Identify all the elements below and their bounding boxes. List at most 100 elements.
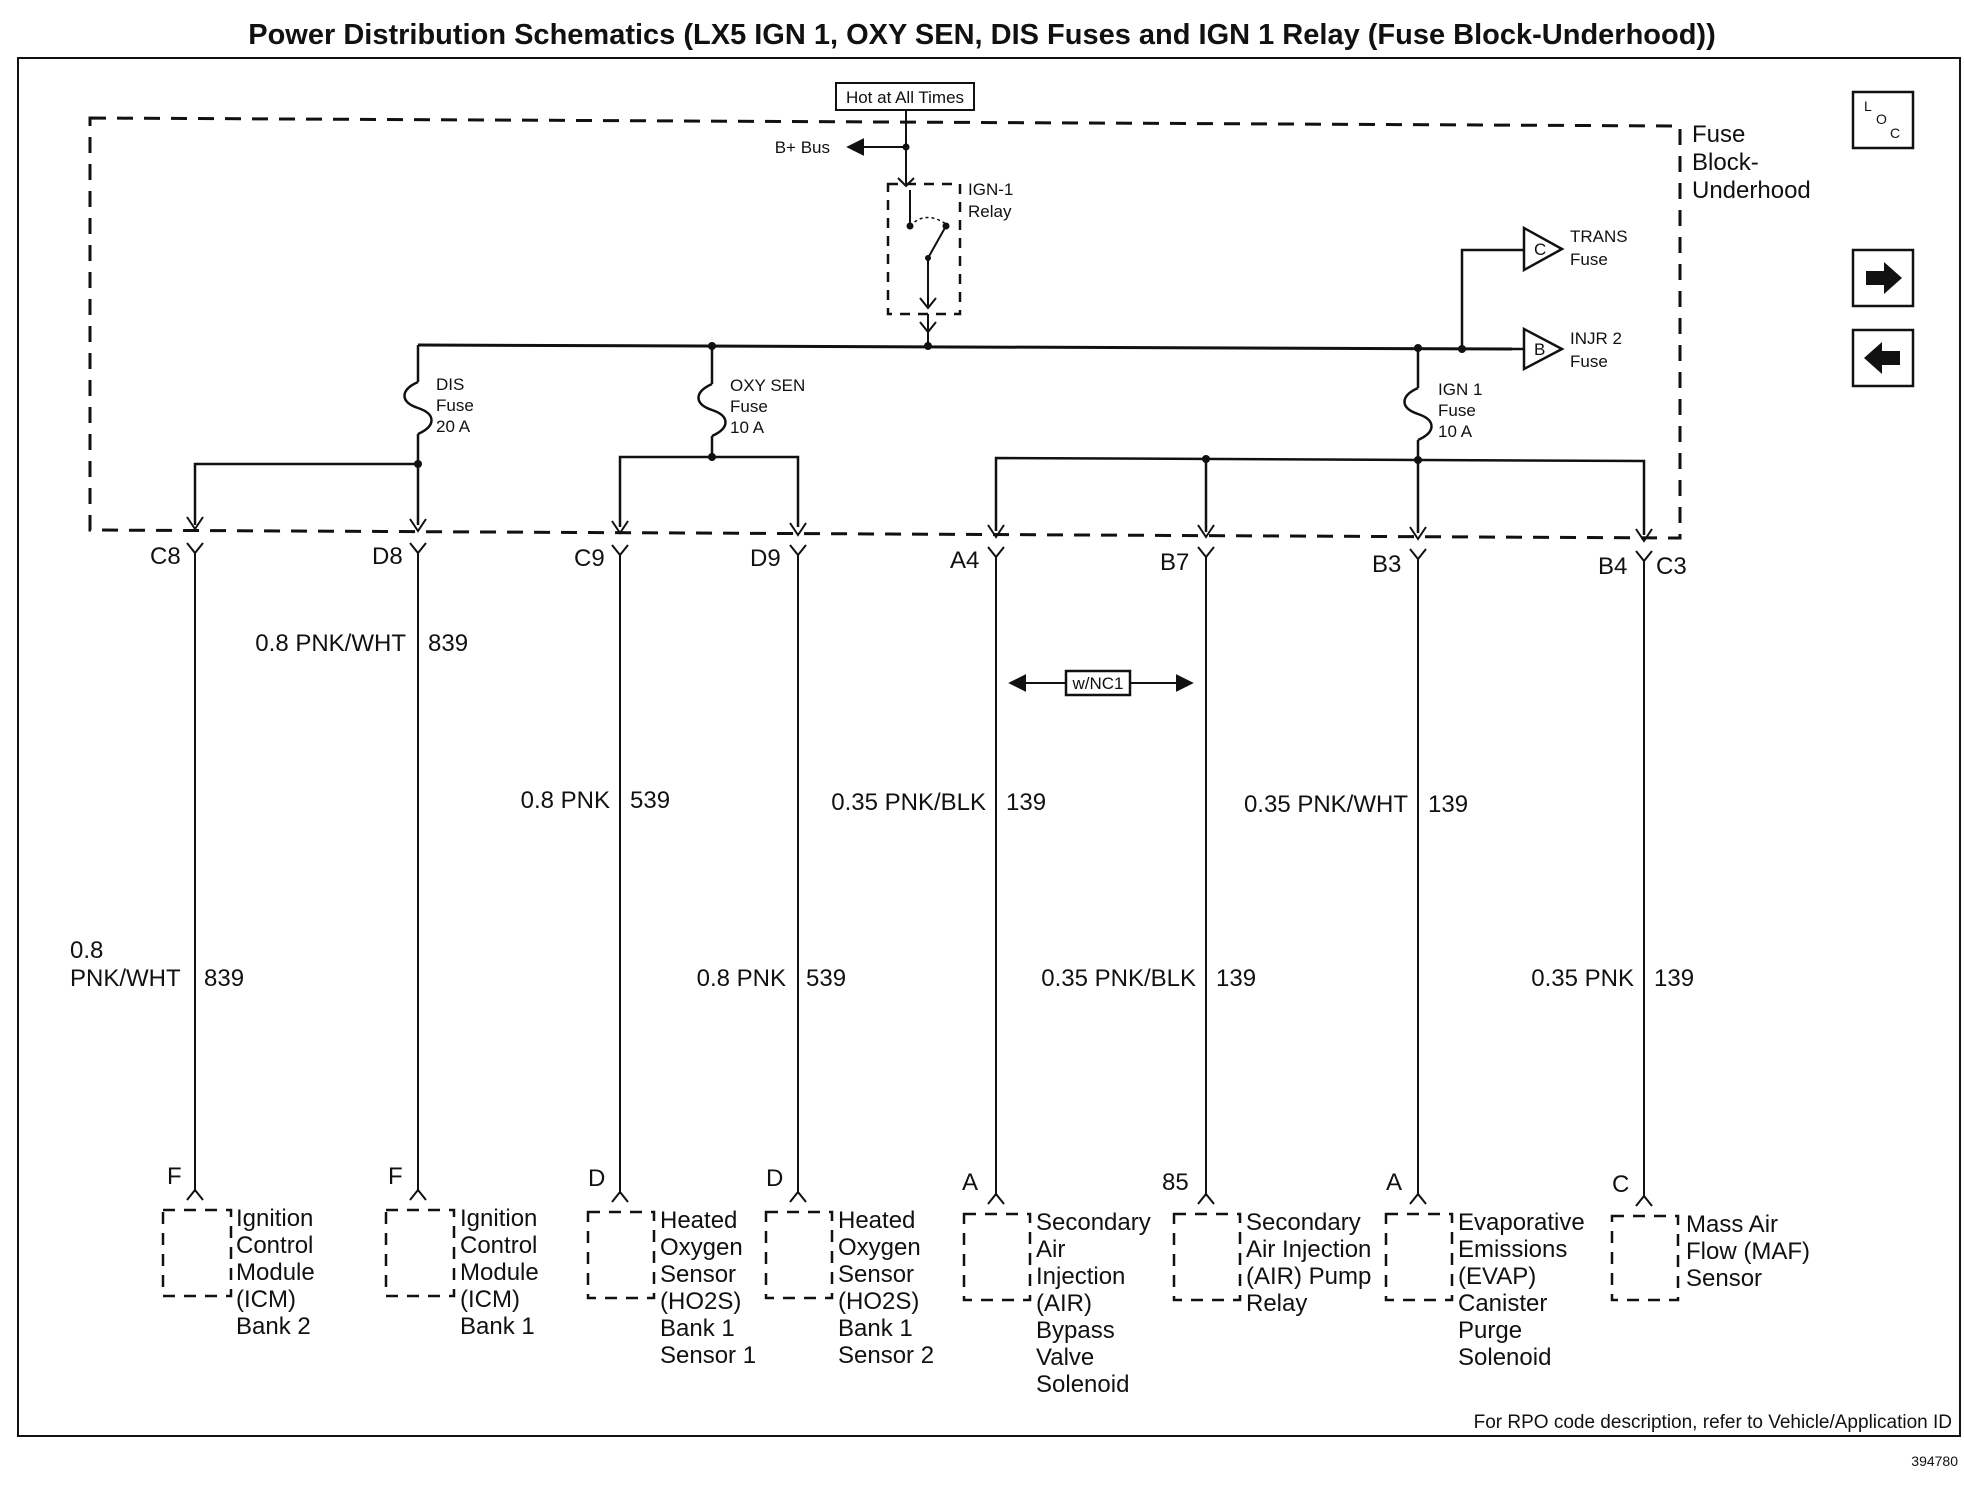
- connector-d9-label: D9: [750, 545, 781, 572]
- page-title: Power Distribution Schematics (LX5 IGN 1…: [248, 19, 1716, 51]
- option-label: w/NC1: [1071, 674, 1123, 693]
- icm-bank1-label-line3: Module: [460, 1259, 539, 1286]
- d9-a4-wire-color: 0.35 PNK/BLK: [831, 789, 986, 816]
- icm-bank1-label-line2: Control: [460, 1232, 537, 1259]
- connector-b7-label: B7: [1160, 549, 1189, 576]
- c3-component-pin: C: [1612, 1171, 1629, 1198]
- air-bypass-label-line7: Solenoid: [1036, 1371, 1129, 1398]
- icm-bank1-label-line5: Bank 1: [460, 1313, 535, 1340]
- connector-c8-label: C8: [150, 543, 181, 570]
- c9-wire-color: 0.8 PNK: [521, 787, 610, 814]
- loc-letter-l: L: [1864, 98, 1872, 114]
- evap-label-line1: Evaporative: [1458, 1209, 1585, 1236]
- loc-letter-c: C: [1890, 125, 1900, 141]
- dis-fuse-label-line3: 20 A: [436, 417, 471, 436]
- maf-sensor-component: [1610, 1214, 1680, 1302]
- connector-c3-label: C3: [1656, 553, 1687, 580]
- next-page-button[interactable]: [1851, 248, 1915, 308]
- oxy-fuse-symbol: [697, 382, 727, 438]
- b3-component-pin: A: [1386, 1169, 1402, 1196]
- ho2s-s1-label-line6: Sensor 1: [660, 1342, 756, 1369]
- ho2s-s2-label-line4: (HO2S): [838, 1288, 919, 1315]
- trans-feed-letter: C: [1534, 240, 1546, 259]
- loc-button[interactable]: L O C: [1851, 90, 1915, 150]
- air-pump-relay-label-line3: (AIR) Pump: [1246, 1263, 1371, 1290]
- evap-label-line2: Emissions: [1458, 1236, 1567, 1263]
- connector-b4-label: B4: [1598, 553, 1627, 580]
- air-bypass-label-line1: Secondary: [1036, 1209, 1151, 1236]
- connector-c9-label: C9: [574, 545, 605, 572]
- hot-at-all-times-label: Hot at All Times: [846, 88, 964, 107]
- d8-wire-circuit: 839: [428, 630, 468, 657]
- dis-branch-c8: [193, 462, 418, 525]
- b7-component-pin: 85: [1162, 1169, 1189, 1196]
- air-bypass-label-line4: (AIR): [1036, 1290, 1092, 1317]
- circuit-c3: [1635, 528, 1653, 1207]
- c3-wire-color: 0.35 PNK: [1531, 965, 1634, 992]
- connector-d8-label: D8: [372, 543, 403, 570]
- ho2s-s1-label-line2: Oxygen: [660, 1234, 743, 1261]
- d9-wire-color: 0.8 PNK: [697, 965, 786, 992]
- fuse-block-label-line1: Fuse: [1692, 121, 1745, 148]
- ign1-fuse-label-line3: 10 A: [1438, 422, 1473, 441]
- ign1-fuse-label-line1: IGN 1: [1438, 380, 1482, 399]
- b3-wire-circuit: 139: [1428, 791, 1468, 818]
- evap-purge-solenoid-component: [1384, 1212, 1454, 1302]
- icm-bank2-label-line4: (ICM): [236, 1286, 296, 1313]
- d9-wire-circuit: 539: [806, 965, 846, 992]
- d8-component-pin: F: [388, 1163, 403, 1190]
- ho2s-bank1-sensor1-component: [586, 1210, 656, 1300]
- evap-label-line6: Solenoid: [1458, 1344, 1551, 1371]
- bus-junction-relay: [924, 342, 932, 350]
- injr2-fuse-label-line2: Fuse: [1570, 352, 1608, 371]
- arrow-left-icon: [1864, 342, 1900, 374]
- outer-frame: [17, 57, 1961, 1437]
- ho2s-s1-label-line5: Bank 1: [660, 1315, 735, 1342]
- option-box: [1064, 669, 1132, 697]
- air-pump-relay-label-line2: Air Injection: [1246, 1236, 1371, 1263]
- d9-a4-wire-circuit: 139: [1006, 789, 1046, 816]
- oxy-fuse-label-line1: OXY SEN: [730, 376, 805, 395]
- maf-label-line2: Flow (MAF): [1686, 1238, 1810, 1265]
- c3-wire-circuit: 139: [1654, 965, 1694, 992]
- relay-output-connector: [919, 321, 937, 334]
- b7-wire-circuit: 139: [1216, 965, 1256, 992]
- ho2s-s1-label-line3: Sensor: [660, 1261, 736, 1288]
- c8-component-pin: F: [167, 1163, 182, 1190]
- figure-id: 394780: [1911, 1453, 1958, 1469]
- ign1-relay: [886, 170, 962, 316]
- c9-component-pin: D: [588, 1165, 605, 1192]
- c9-wire-circuit: 539: [630, 787, 670, 814]
- prev-page-button[interactable]: [1851, 328, 1915, 388]
- d9-component-pin: D: [766, 1165, 783, 1192]
- trans-feed-wire: [1460, 248, 1524, 349]
- ho2s-s2-label-line3: Sensor: [838, 1261, 914, 1288]
- loc-letter-o: O: [1876, 111, 1887, 127]
- evap-label-line3: (EVAP): [1458, 1263, 1536, 1290]
- b7-wire-color: 0.35 PNK/BLK: [1041, 965, 1196, 992]
- circuit-a4: [987, 524, 1005, 1205]
- oxy-fuse-label-line2: Fuse: [730, 397, 768, 416]
- hot-at-all-times-box: Hot at All Times: [835, 82, 975, 111]
- injr2-fuse-label-line1: INJR 2: [1570, 329, 1622, 348]
- air-bypass-valve-component: [962, 1212, 1032, 1302]
- icm-bank2-label-line2: Control: [236, 1232, 313, 1259]
- main-bus: [417, 343, 1513, 351]
- trans-fuse-label-line2: Fuse: [1570, 250, 1608, 269]
- dis-fuse-label-line1: DIS: [436, 375, 464, 394]
- maf-label-line3: Sensor: [1686, 1265, 1762, 1292]
- a4-component-pin: A: [962, 1169, 978, 1196]
- trans-fuse-feed: C: [1522, 225, 1565, 273]
- circuit-b3: [1409, 526, 1427, 1205]
- icm-bank2-label-line5: Bank 2: [236, 1313, 311, 1340]
- icm-bank1-label-line4: (ICM): [460, 1286, 520, 1313]
- ign1-fuse-symbol: [1403, 386, 1433, 442]
- trans-fuse-label-line1: TRANS: [1570, 227, 1628, 246]
- ign1-fuse-label-line2: Fuse: [1438, 401, 1476, 420]
- ho2s-s2-label-line1: Heated: [838, 1207, 915, 1234]
- maf-label-line1: Mass Air: [1686, 1211, 1778, 1238]
- air-pump-relay-component: [1172, 1212, 1242, 1302]
- fuse-block-boundary: [88, 116, 1682, 540]
- bplus-bus-label: B+ Bus: [775, 138, 830, 157]
